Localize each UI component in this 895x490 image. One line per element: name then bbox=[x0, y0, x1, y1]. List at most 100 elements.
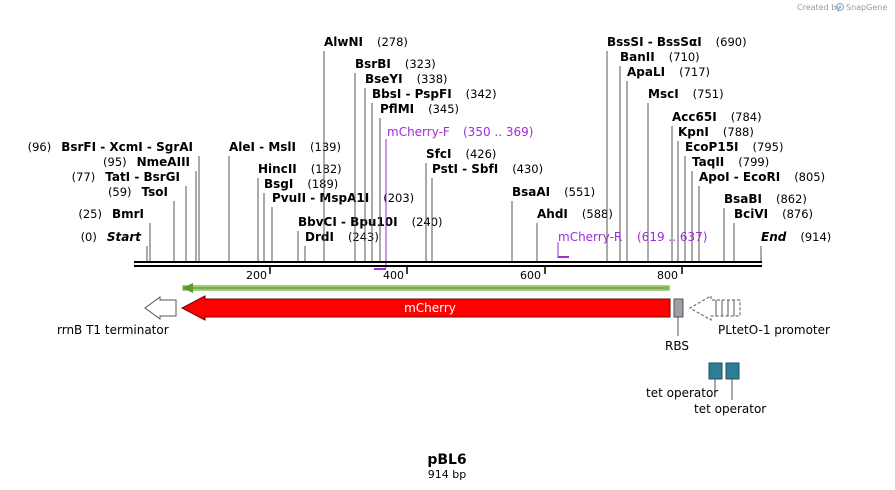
site-bsssi-bsss-i[interactable]: BssSI - BssSαI (690) bbox=[606, 35, 747, 262]
site-position-label: (788) bbox=[723, 125, 754, 139]
tet-operator-feature[interactable]: tet operator bbox=[646, 362, 723, 400]
site-bsaai[interactable]: BsaAI(551) bbox=[511, 185, 595, 262]
site-position-label: (690) bbox=[716, 35, 747, 49]
site-tsoi[interactable]: TsoI (59) bbox=[108, 185, 175, 262]
site-position-label: (430) bbox=[512, 162, 543, 176]
ruler: 200 400 600 800 bbox=[246, 266, 683, 282]
orf-arrow[interactable] bbox=[182, 283, 670, 293]
site-position-label: (95) bbox=[103, 155, 127, 169]
site-position-label: (278) bbox=[377, 35, 408, 49]
site-bbvci-bpu10i[interactable]: BbvCI - Bpu10I(240) bbox=[297, 215, 443, 262]
dna-backbone bbox=[134, 261, 762, 267]
site-name-label: ApoI - EcoRI bbox=[699, 170, 780, 184]
credit-text: Created by bbox=[797, 3, 841, 12]
site-position-label: (323) bbox=[405, 57, 436, 71]
site-name-label: TsoI bbox=[142, 185, 168, 199]
site-alei-msli[interactable]: AleI - MslI(139) bbox=[228, 140, 341, 262]
site-bseyi[interactable]: BseYI(338) bbox=[364, 72, 448, 262]
site-sfci[interactable]: SfcI(426) bbox=[425, 147, 496, 262]
primer-label: mCherry-F bbox=[387, 125, 450, 139]
ruler-tick-label: 600 bbox=[520, 269, 541, 282]
site-name-label: AleI - MslI bbox=[229, 140, 296, 154]
site-name-label: Start bbox=[107, 230, 142, 244]
site-position-label: (0) bbox=[81, 230, 97, 244]
promoter-feature[interactable]: PLtetO-1 promoter bbox=[688, 295, 830, 337]
tet-operator-feature[interactable]: tet operator bbox=[694, 362, 766, 416]
site-banii[interactable]: BanII(710) bbox=[619, 50, 700, 262]
site-ahdi[interactable]: AhdI (588) bbox=[536, 207, 613, 262]
site-nmeaiii[interactable]: NmeAIII(95) bbox=[103, 155, 197, 262]
site-apali[interactable]: ApaLI (717) bbox=[626, 65, 710, 262]
site-position-label: (751) bbox=[693, 87, 724, 101]
site-taqii[interactable]: TaqII(799) bbox=[691, 155, 769, 262]
site-name-label: BsaBI bbox=[724, 192, 762, 206]
site-name-label: BsrBI bbox=[355, 57, 391, 71]
site-name-label: BsrFI - XcmI - SgrAI bbox=[61, 140, 193, 154]
site-name-label: KpnI bbox=[678, 125, 709, 139]
site-bcivi[interactable]: BciVI(876) bbox=[733, 207, 813, 262]
site-position-label: (551) bbox=[564, 185, 595, 199]
site-bsrbi[interactable]: BsrBI (323) bbox=[354, 57, 436, 262]
site-position-label: (717) bbox=[679, 65, 710, 79]
site-position-label: (342) bbox=[466, 87, 497, 101]
site-position-label: (805) bbox=[794, 170, 825, 184]
site-name-label: BciVI bbox=[734, 207, 768, 221]
site-name-label: ApaLI bbox=[627, 65, 665, 79]
site-position-label: (799) bbox=[738, 155, 769, 169]
site-drdi[interactable]: DrdI(243) bbox=[304, 230, 379, 262]
site-bsrfi-xcmi-sgrai[interactable]: BsrFI - XcmI - SgrAI (96) bbox=[28, 140, 200, 262]
site-position-label: (784) bbox=[731, 110, 762, 124]
plasmid-name: pBL6 bbox=[427, 452, 466, 468]
site-name-label: BbsI - PspFI bbox=[372, 87, 452, 101]
promoter-label: PLtetO-1 promoter bbox=[718, 323, 830, 337]
site-bsgi[interactable]: BsgI (189) bbox=[263, 177, 338, 262]
mcherry-feature[interactable]: mCherry bbox=[180, 295, 671, 321]
tet-operator-label: tet operator bbox=[646, 386, 718, 400]
brand-text: SnapGene bbox=[846, 3, 887, 12]
site-kpni[interactable]: KpnI (788) bbox=[677, 125, 754, 262]
tet-operator-label: tet operator bbox=[694, 402, 766, 416]
site-pvuii-mspa1i[interactable]: PvuII - MspA1I(203) bbox=[271, 191, 414, 262]
primer-range: (350 .. 369) bbox=[463, 125, 533, 139]
site-position-label: (243) bbox=[348, 230, 379, 244]
site-pflmi[interactable]: PflMI (345) bbox=[379, 102, 459, 262]
site-position-label: (59) bbox=[108, 185, 132, 199]
site-name-label: AlwNI bbox=[324, 35, 363, 49]
ruler-tick-label: 200 bbox=[246, 269, 267, 282]
site-name-label: Acc65I bbox=[672, 110, 717, 124]
site-end[interactable]: End(914) bbox=[760, 230, 831, 262]
site-position-label: (862) bbox=[776, 192, 807, 206]
site-start[interactable]: Start (0) bbox=[81, 230, 148, 262]
site-name-label: AhdI bbox=[537, 207, 568, 221]
primer-mcherry-r[interactable]: mCherry-R (619 .. 637) bbox=[557, 230, 707, 258]
site-apoi-ecori[interactable]: ApoI - EcoRI (805) bbox=[698, 170, 825, 262]
site-psti-sbfi[interactable]: PstI - SbfI (430) bbox=[431, 162, 543, 262]
site-alwni[interactable]: AlwNI (278) bbox=[323, 35, 408, 262]
site-bmri[interactable]: BmrI(25) bbox=[78, 207, 151, 262]
site-tati-bsrgi[interactable]: TatI - BsrGI(77) bbox=[72, 170, 187, 262]
site-bsabi[interactable]: BsaBI (862) bbox=[723, 192, 807, 262]
restriction-sites: Start (0)BmrI(25) TsoI (59)TatI - BsrGI(77)… bbox=[28, 35, 831, 262]
primer-mcherry-f[interactable]: mCherry-F (350 .. 369) bbox=[374, 125, 533, 270]
site-name-label: BsgI bbox=[264, 177, 293, 191]
site-ecop15i[interactable]: EcoP15I(795) bbox=[684, 140, 784, 262]
site-position-label: (588) bbox=[582, 207, 613, 221]
primer-label: mCherry-R bbox=[558, 230, 622, 244]
site-name-label: BssSI - BssSαI bbox=[607, 35, 702, 49]
site-bbsi-pspfi[interactable]: BbsI - PspFI (342) bbox=[371, 87, 497, 262]
site-name-label: PvuII - MspA1I bbox=[272, 191, 369, 205]
site-name-label: BmrI bbox=[112, 207, 144, 221]
site-hincii[interactable]: HincII(182) bbox=[257, 162, 342, 262]
site-msci[interactable]: MscI(751) bbox=[647, 87, 724, 262]
terminator-feature[interactable]: rrnB T1 terminator bbox=[57, 296, 177, 337]
site-name-label: PflMI bbox=[380, 102, 414, 116]
site-position-label: (96) bbox=[28, 140, 52, 154]
terminator-label: rrnB T1 terminator bbox=[57, 323, 169, 337]
site-position-label: (795) bbox=[753, 140, 784, 154]
site-position-label: (189) bbox=[307, 177, 338, 191]
site-position-label: (345) bbox=[428, 102, 459, 116]
rbs-feature[interactable]: RBS bbox=[665, 298, 689, 353]
site-name-label: PstI - SbfI bbox=[432, 162, 498, 176]
site-acc65i[interactable]: Acc65I (784) bbox=[671, 110, 762, 262]
